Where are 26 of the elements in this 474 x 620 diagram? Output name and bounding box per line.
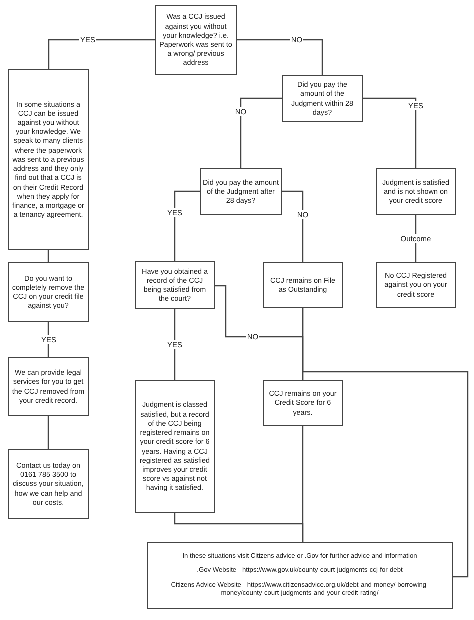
connector-line: [174, 309, 176, 380]
connector-line: [302, 426, 304, 542]
connector-line: [48, 39, 155, 69]
process-box: [147, 542, 453, 609]
process-box: [263, 380, 343, 426]
process-box: [8, 449, 89, 519]
connector-line: [282, 190, 304, 262]
connector-line: [240, 98, 282, 168]
process-box: [135, 261, 215, 309]
process-box: [8, 357, 89, 416]
process-box: [200, 168, 282, 215]
process-box: [155, 5, 237, 75]
process-box: [376, 262, 456, 308]
process-box: [263, 262, 343, 308]
connector-line: [48, 250, 50, 262]
process-box: [8, 69, 89, 250]
connector-line: [363, 98, 417, 168]
connector-line: [48, 416, 50, 449]
process-box: [135, 380, 215, 513]
connector-line: [48, 322, 50, 357]
connector-line: [237, 39, 324, 75]
process-box: [8, 262, 89, 322]
connector-line: [174, 190, 200, 261]
process-box: [282, 75, 363, 122]
process-box: [376, 168, 456, 215]
connector-line: [302, 308, 469, 578]
